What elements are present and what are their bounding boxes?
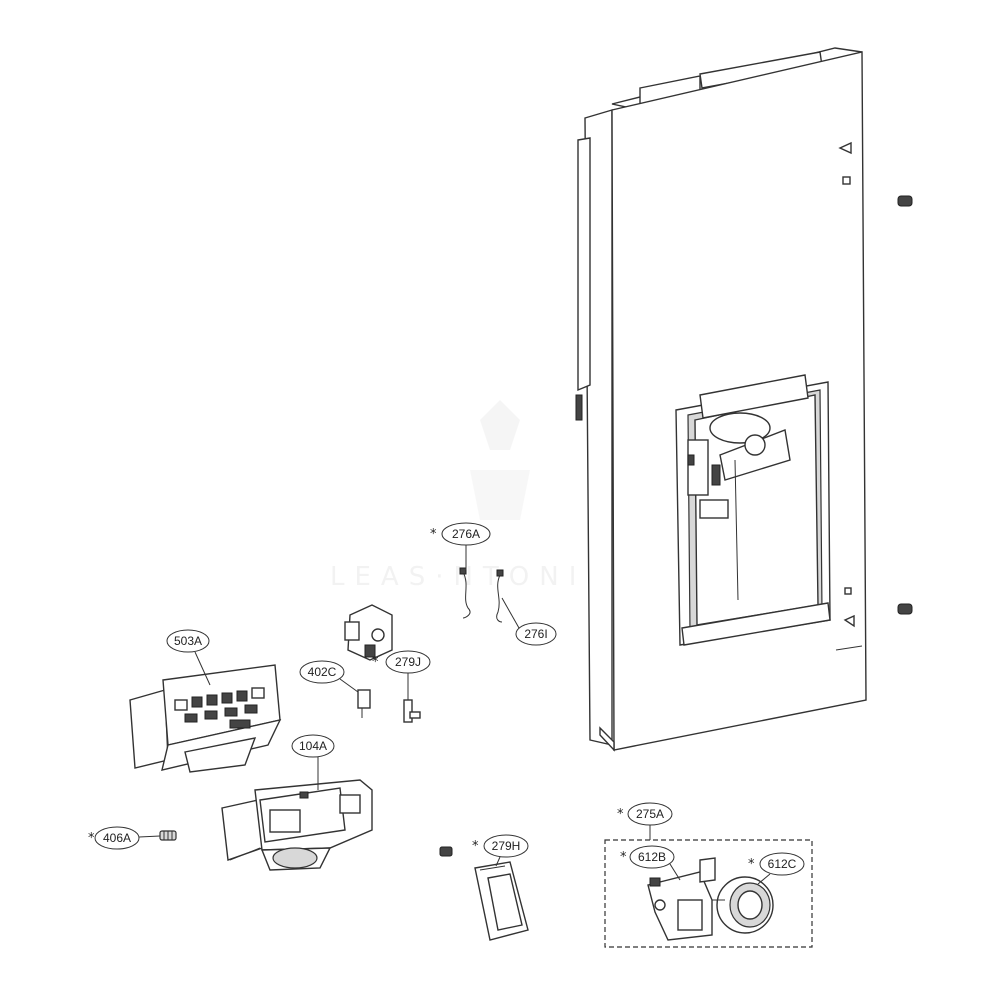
callout-406a: * 406A	[88, 826, 161, 850]
svg-text:402C: 402C	[308, 665, 337, 679]
svg-text:276A: 276A	[452, 527, 480, 541]
assembly-275a-box	[604, 839, 813, 948]
svg-text:*: *	[748, 857, 755, 872]
callout-402c: 402C	[299, 660, 359, 693]
callout-279h: * 279H	[472, 834, 529, 867]
screw-406a	[159, 830, 177, 841]
cover-279h	[474, 861, 529, 941]
small-screw	[439, 846, 453, 857]
switch-402c	[357, 689, 371, 718]
svg-text:*: *	[617, 807, 624, 822]
watermark-logo: LEAS·NTONIE	[330, 400, 613, 592]
callout-275a: * 275A	[617, 802, 673, 840]
svg-text:276I: 276I	[524, 627, 547, 641]
svg-text:*: *	[372, 655, 379, 670]
callout-276a: * 276A	[430, 522, 491, 570]
svg-text:LEAS·NTONIE: LEAS·NTONIE	[330, 562, 613, 592]
switch-assembly	[344, 604, 393, 661]
svg-text:*: *	[430, 527, 437, 542]
svg-text:104A: 104A	[299, 739, 327, 753]
screw-279j	[403, 699, 421, 723]
svg-text:279H: 279H	[492, 839, 521, 853]
spring-276i	[496, 569, 504, 623]
callout-503a: 503A	[166, 629, 211, 686]
svg-text:612C: 612C	[768, 857, 797, 871]
svg-text:279J: 279J	[395, 655, 421, 669]
hinge-pin-top	[897, 195, 913, 207]
svg-text:*: *	[472, 839, 479, 854]
dispenser-recess	[675, 374, 831, 646]
callout-612c: * 612C	[748, 852, 805, 885]
callout-612b: * 612B	[620, 845, 681, 881]
callout-276i: 276I	[501, 597, 557, 646]
dispenser-housing-104a	[221, 779, 373, 871]
svg-text:*: *	[620, 850, 627, 865]
spring-276a	[459, 567, 471, 619]
svg-text:*: *	[88, 831, 95, 846]
svg-text:275A: 275A	[636, 807, 664, 821]
gear-612c	[712, 876, 774, 934]
svg-text:612B: 612B	[638, 850, 666, 864]
svg-text:406A: 406A	[103, 831, 131, 845]
control-panel-buttons	[174, 687, 265, 729]
svg-text:503A: 503A	[174, 634, 202, 648]
motor-612b	[647, 857, 716, 941]
hinge-pin-bottom	[897, 603, 913, 615]
callout-279j: * 279J	[372, 650, 431, 700]
callout-104a: 104A	[291, 734, 335, 790]
control-panel-503a	[129, 664, 282, 773]
